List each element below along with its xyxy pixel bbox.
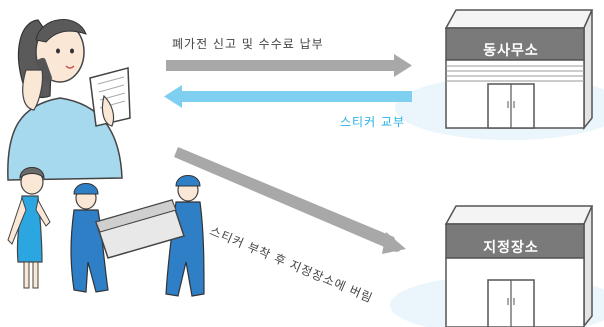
workers-carrying-appliance-illustration bbox=[71, 176, 204, 297]
disposal-sign-label: 지정장소 bbox=[441, 237, 581, 257]
step-sticker-issue-label: 스티커 교부 bbox=[340, 113, 405, 130]
office-building bbox=[446, 10, 592, 128]
resident-on-phone-illustration bbox=[8, 20, 130, 180]
arrow-report-to-office bbox=[166, 54, 412, 77]
disposal-building bbox=[446, 206, 592, 327]
arrow-sticker-to-resident bbox=[164, 85, 412, 108]
step-report-and-pay-label: 폐가전 신고 및 수수료 납부 bbox=[172, 35, 324, 52]
child-illustration bbox=[8, 168, 50, 289]
office-sign-label: 동사무소 bbox=[441, 40, 581, 60]
